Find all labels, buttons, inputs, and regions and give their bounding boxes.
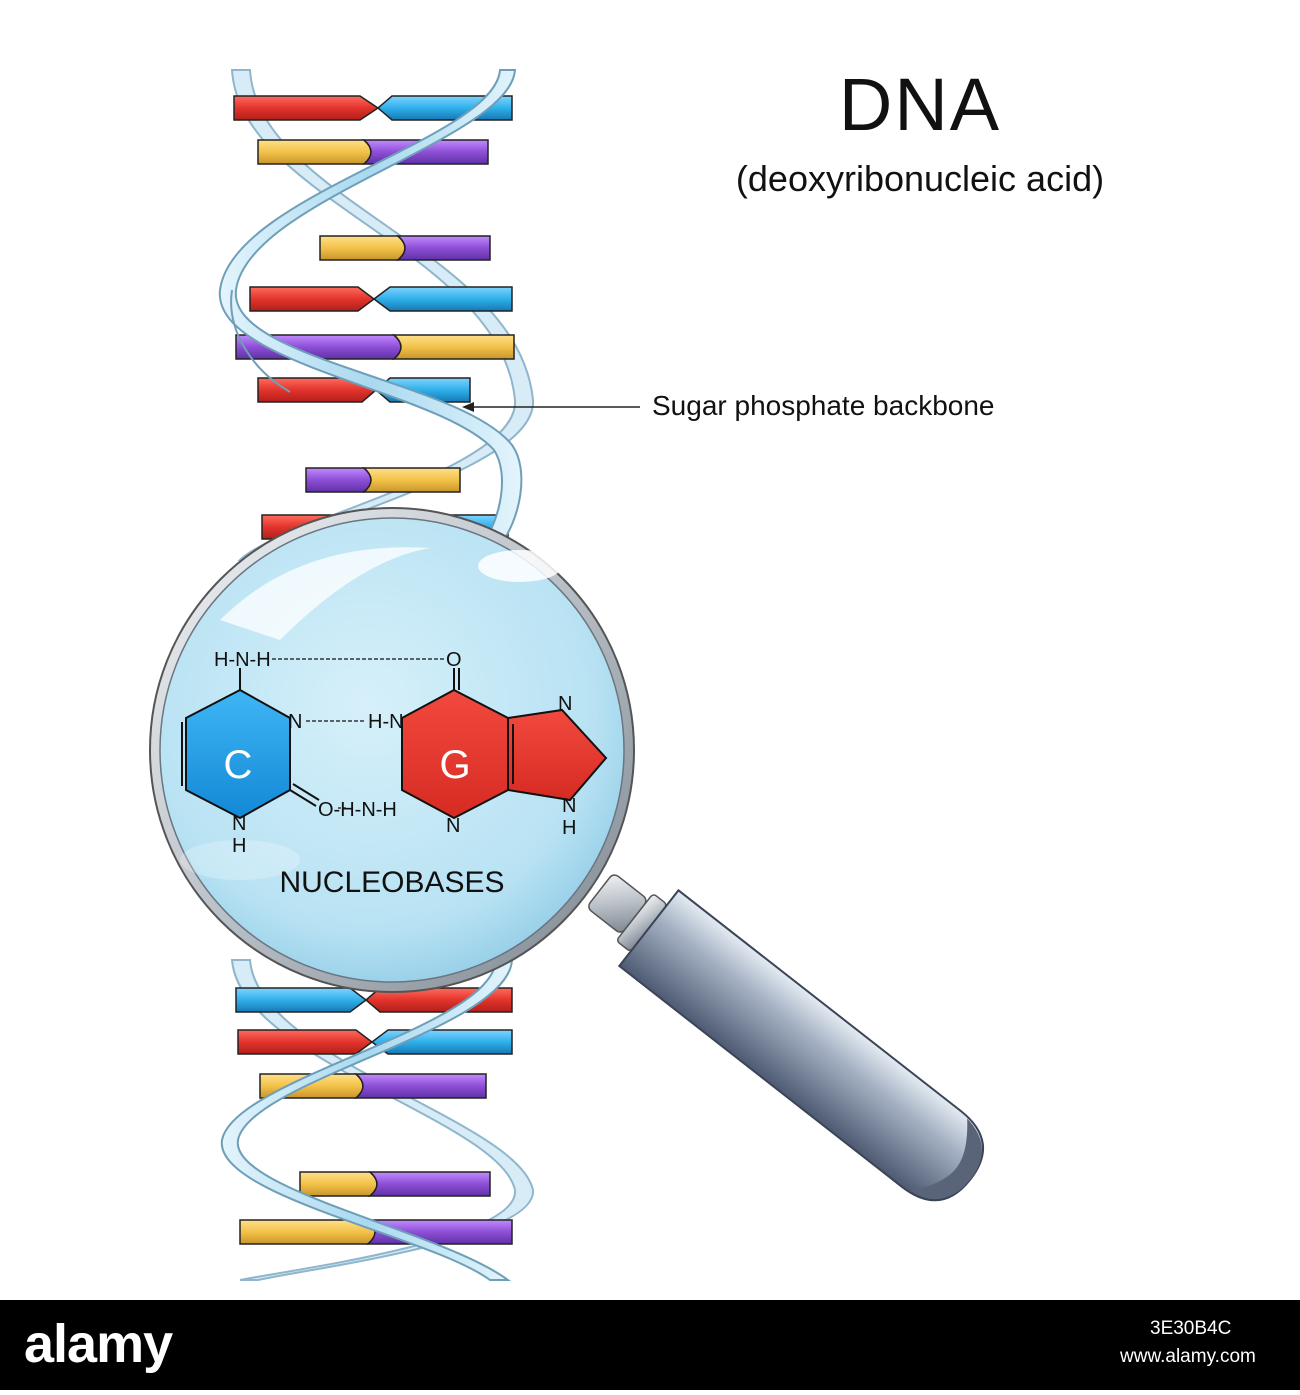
- page-title: DNA: [770, 62, 1070, 147]
- site-url[interactable]: www.alamy.com: [1120, 1346, 1256, 1368]
- c-bottom-h-label: H: [232, 835, 246, 857]
- page-subtitle: (deoxyribonucleic acid): [660, 158, 1180, 200]
- backbone-pointer: [462, 402, 640, 412]
- g-five-h-label: H: [562, 817, 576, 839]
- g-oxygen-label: O: [446, 649, 462, 671]
- nucleobases-label: NUCLEOBASES: [279, 866, 504, 899]
- g-bottom-n-label: N: [446, 815, 460, 837]
- alamy-logo: alamy: [24, 1313, 172, 1375]
- guanine-letter: G: [439, 743, 470, 787]
- image-id: 3E30B4C: [1150, 1318, 1231, 1340]
- g-five-n-top-label: N: [558, 693, 572, 715]
- g-five-n-bottom-label: N: [562, 795, 576, 817]
- backbone-label: Sugar phosphate backbone: [652, 390, 995, 422]
- c-ring-n-label: N: [288, 711, 302, 733]
- cytosine-letter: C: [224, 743, 253, 787]
- watermark-bar: [0, 1300, 1300, 1390]
- magnifier-handle: [570, 852, 999, 1217]
- g-nh-label: H-N: [368, 711, 404, 733]
- c-carbonyl-label: O-H-N-H: [318, 799, 397, 821]
- c-amine-label: H-N-H: [214, 649, 271, 671]
- base-pairs-top: [234, 96, 514, 539]
- c-bottom-n-label: N: [232, 813, 246, 835]
